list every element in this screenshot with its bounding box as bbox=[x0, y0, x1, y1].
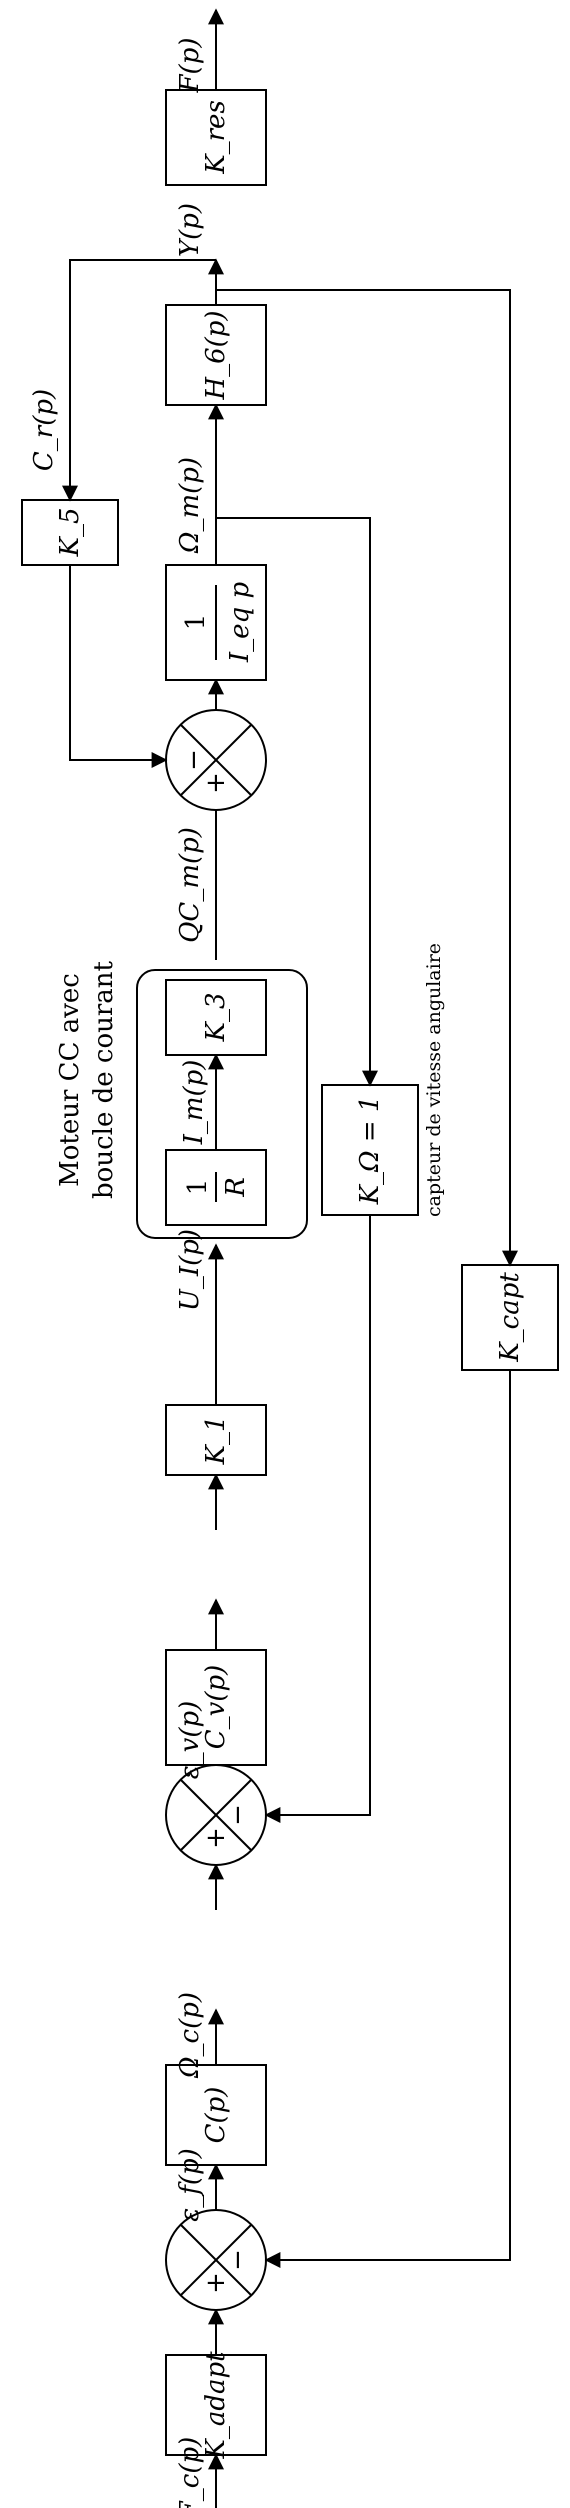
summer-1-minus: − bbox=[223, 2249, 253, 2271]
speed-feedback-wires bbox=[216, 517, 378, 1823]
k-res-label: K_res bbox=[201, 100, 231, 175]
block-k5: K_5 bbox=[21, 499, 119, 566]
block-c-p: C(p) bbox=[165, 2064, 267, 2166]
k-omega-label: K_Ω = 1 bbox=[355, 1096, 385, 1206]
summer-3-plus: + bbox=[201, 772, 231, 794]
summer-1: + − bbox=[165, 2209, 267, 2311]
block-k3: K_3 bbox=[165, 979, 267, 1056]
k5-label: K_5 bbox=[55, 508, 85, 558]
block-k-capt: K_capt bbox=[461, 1264, 559, 1371]
load-disturbance-wires bbox=[62, 259, 216, 768]
cv-p-label: C_v(p) bbox=[201, 1665, 231, 1750]
h6-label: H_6(p) bbox=[201, 310, 231, 400]
signal-error-f: ε_f(p) bbox=[175, 2148, 205, 2222]
signal-input: F_c(p) bbox=[175, 2437, 205, 2508]
signal-omega-c: Ω_c(p) bbox=[175, 1992, 205, 2079]
one-over-r-num: 1 bbox=[183, 1179, 213, 1196]
motor-caption-line1: Moteur CC avec bbox=[55, 973, 85, 1187]
summer-3: + − bbox=[165, 709, 267, 811]
block-k-res: K_res bbox=[165, 89, 267, 186]
block-inertia: 1 I_eq p bbox=[165, 564, 267, 681]
speed-sensor-caption: capteur de vitesse angulaire bbox=[423, 943, 445, 1217]
inertia-num: 1 bbox=[181, 614, 211, 631]
one-over-r-den: R bbox=[221, 1177, 251, 1198]
inertia-den: I_eq p bbox=[225, 582, 255, 664]
signal-i-m: I_m(p) bbox=[179, 1060, 209, 1146]
signal-output: F(p) bbox=[175, 38, 205, 94]
summer-2-plus: + bbox=[201, 1827, 231, 1849]
signal-error-v: ε_v(p) bbox=[175, 1701, 205, 1780]
summer-3-minus: − bbox=[179, 749, 209, 771]
k1-label: K_1 bbox=[201, 1416, 231, 1466]
motor-group: 1 R K_3 bbox=[136, 969, 308, 1239]
k-capt-label: K_capt bbox=[495, 1272, 525, 1363]
block-cv-p: C_v(p) bbox=[165, 1649, 267, 1766]
signal-omega-m: Ω_m(p) bbox=[175, 457, 205, 554]
block-k-omega: K_Ω = 1 bbox=[321, 1084, 419, 1216]
k3-label: K_3 bbox=[201, 993, 231, 1043]
summer-2-minus: − bbox=[223, 1804, 253, 1826]
motor-caption-line2: boucle de courant bbox=[89, 960, 119, 1199]
block-one-over-r: 1 R bbox=[165, 1149, 267, 1226]
block-h6: H_6(p) bbox=[165, 304, 267, 406]
signal-c-r: C_r(p) bbox=[29, 389, 59, 471]
block-k1: K_1 bbox=[165, 1404, 267, 1476]
summer-2: + − bbox=[165, 1764, 267, 1866]
block-k-adapt: K_adapt bbox=[165, 2351, 267, 2460]
signal-qc-m: QC_m(p) bbox=[175, 827, 205, 943]
signal-u-i: U_I(p) bbox=[175, 1229, 205, 1311]
c-p-label: C(p) bbox=[201, 2087, 231, 2144]
k-adapt-label: K_adapt bbox=[201, 2351, 231, 2460]
signal-y: Y(p) bbox=[175, 203, 205, 257]
summer-1-plus: + bbox=[201, 2272, 231, 2294]
position-feedback-wires bbox=[216, 289, 518, 2268]
